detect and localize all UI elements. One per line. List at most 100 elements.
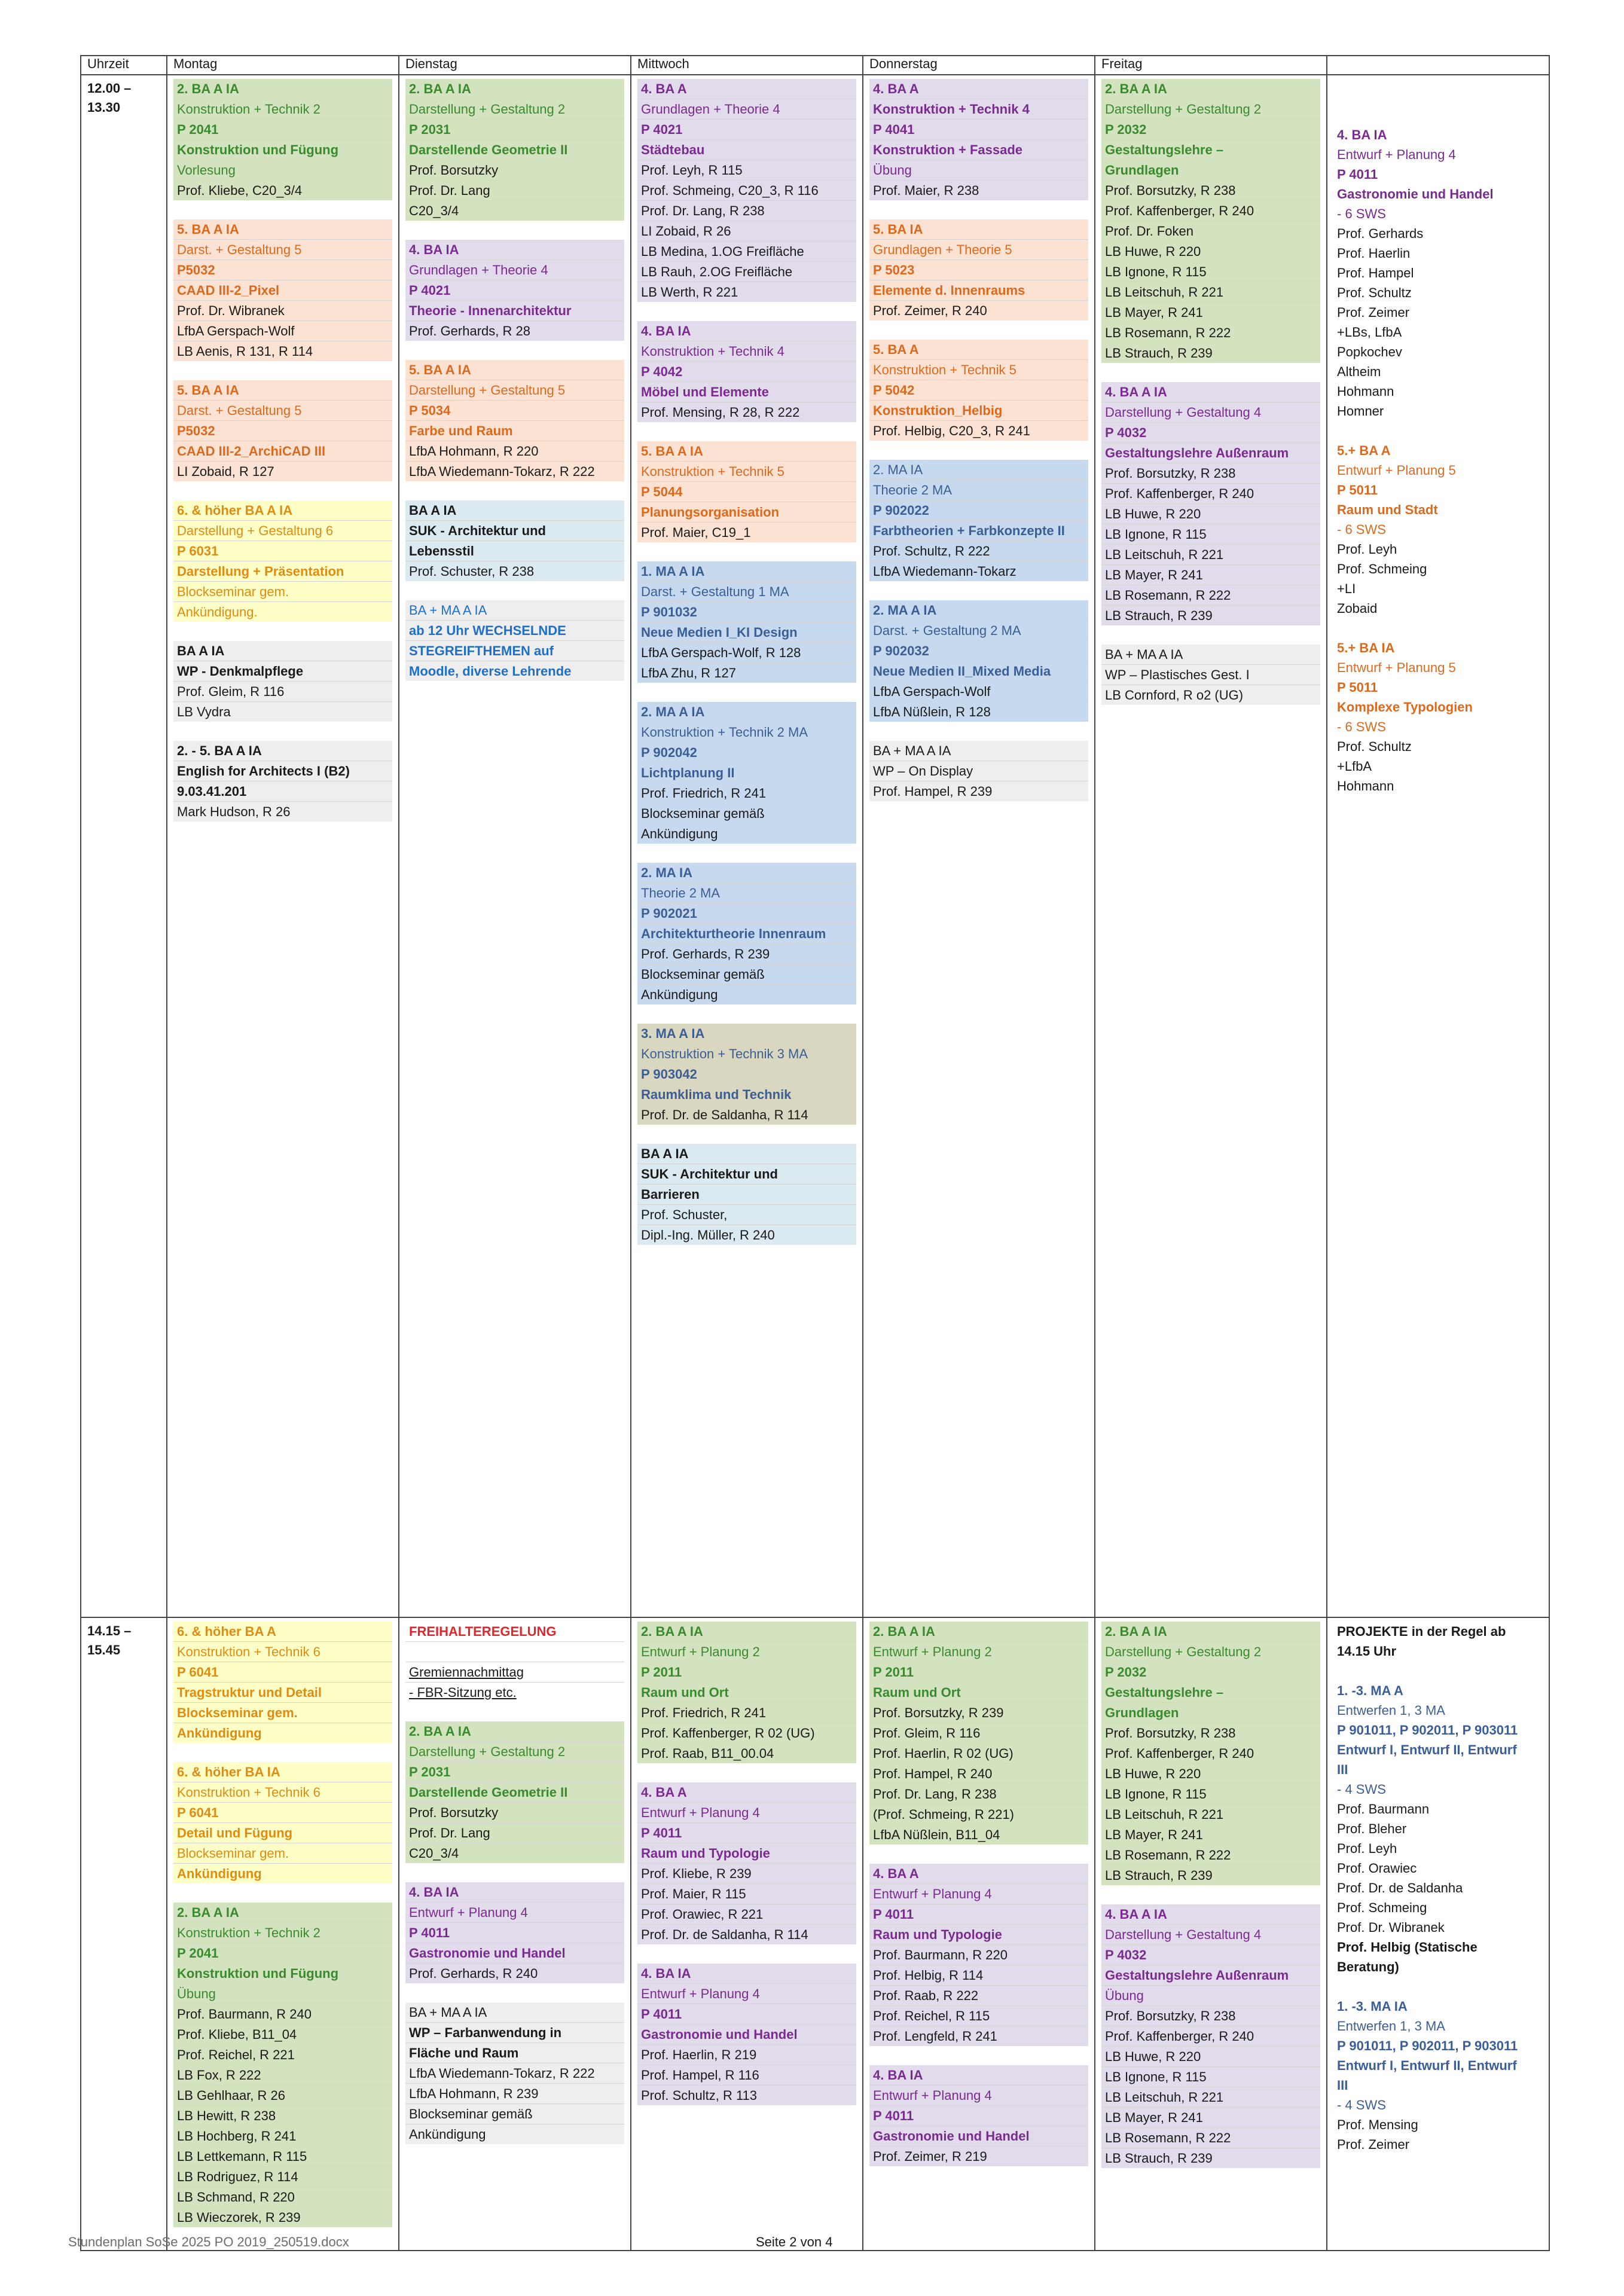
course-line: 5. BA A IA — [637, 441, 856, 462]
project-line: 1. -3. MA IA — [1337, 1999, 1408, 2014]
course-line: Darstellung + Gestaltung 4 — [1101, 402, 1320, 423]
course-line: P 2032 — [1101, 120, 1320, 140]
course-line: Prof. Mensing, R 28, R 222 — [641, 405, 800, 420]
course-line: Darstellung + Gestaltung 5 — [405, 380, 624, 401]
course-line: Prof. Schmeing, C20_3, R 116 — [637, 181, 856, 201]
course-line: Prof. Dr. Lang — [405, 181, 624, 201]
course-line: WP – Plastisches Gest. I — [1101, 665, 1320, 685]
project-line: Altheim — [1337, 364, 1381, 379]
course-line: Prof. Gleim, R 116 — [869, 1723, 1088, 1744]
course-line: 1. MA A IA — [637, 561, 856, 582]
course-line: 5. BA IA — [869, 219, 1088, 240]
course-line: LB Cornford, R o2 (UG) — [1105, 688, 1244, 703]
course-line: Planungsorganisation — [637, 502, 856, 523]
course-line: Konstruktion und Fügung — [173, 1964, 392, 1984]
course-line — [405, 1642, 624, 1662]
project-line: Entwurf + Planung 4 — [1337, 147, 1456, 162]
course-line: Konstruktion + Fassade — [869, 140, 1088, 160]
course-line: Prof. Helbig, R 114 — [869, 1965, 1088, 1986]
course-line: P 902022 — [869, 500, 1088, 521]
course-line: P 2031 — [405, 120, 624, 140]
course-line: 4. BA IA — [869, 2065, 1088, 2086]
course-line: LfbA Gerspach-Wolf — [173, 321, 392, 341]
course-line: Theorie 2 MA — [869, 480, 1088, 500]
course-line: Architekturtheorie Innenraum — [637, 924, 856, 944]
project-line: Prof. Schmeing — [1337, 561, 1427, 576]
course-line: P 2032 — [1101, 1662, 1320, 1683]
course-line: LB Vydra — [177, 704, 231, 719]
course-line: Prof. Kaffenberger, R 240 — [1101, 2026, 1320, 2047]
course-line: Darstellung + Gestaltung 6 — [173, 521, 392, 541]
course-line: BA + MA A IA — [1101, 645, 1320, 665]
course-line: Konstruktion + Technik 6 — [173, 1782, 392, 1803]
course-line: Prof. Haerlin, R 219 — [637, 2045, 856, 2065]
course-line: Prof. Friedrich, R 241 — [637, 783, 856, 804]
course-line: P 4011 — [405, 1923, 624, 1943]
slot1-time-end: 13.30 — [87, 99, 121, 115]
project-line: Entwurf + Planung 5 — [1337, 463, 1456, 478]
project-line: P 901011, P 902011, P 903011 — [1337, 2038, 1518, 2053]
course-line: Neue Medien II_Mixed Media — [869, 661, 1088, 682]
course-line: LB Leitschuh, R 221 — [1101, 2087, 1320, 2108]
course-line: Konstruktion + Technik 4 — [869, 99, 1088, 120]
project-line: Prof. Schultz — [1337, 739, 1412, 754]
course-line: LB Medina, 1.OG Freifläche — [637, 242, 856, 262]
course-line: Darstellung + Gestaltung 2 — [1101, 1642, 1320, 1662]
project-line: P 4011 — [1337, 167, 1378, 182]
course-line: Farbe und Raum — [405, 421, 624, 441]
course-line: Prof. Gleim, R 116 — [173, 682, 392, 702]
course-line: 5. BA A IA — [405, 360, 624, 380]
course-line: Grundlagen + Theorie 4 — [637, 99, 856, 120]
course-line: Prof. Dr. Lang, R 238 — [869, 1784, 1088, 1805]
course-line: Prof. Schuster, R 238 — [409, 564, 535, 579]
course-line: Entwurf + Planung 2 — [869, 1642, 1088, 1662]
slot1-time: 12.00 – 13.30 — [80, 74, 167, 1618]
project-line: Entwerfen 1, 3 MA — [1337, 2019, 1445, 2034]
header-monday: Montag — [166, 55, 399, 75]
course-line: 6. & höher BA A IA — [173, 500, 392, 521]
course-line: Prof. Schuster, — [637, 1205, 856, 1225]
course-line: BA + MA A IA — [869, 741, 1088, 761]
course-line: Entwurf + Planung 4 — [405, 1903, 624, 1923]
course-line: 2. BA A IA — [405, 79, 624, 99]
course-line: 4. BA IA — [405, 1882, 624, 1903]
course-line: Prof. Kliebe, B11_04 — [173, 2025, 392, 2045]
course-line: BA + MA A IA — [405, 2002, 624, 2023]
project-line: Prof. Schultz — [1337, 285, 1412, 300]
course-line: Prof. Borsutzky, R 238 — [1101, 1723, 1320, 1744]
course-line: 3. MA A IA — [637, 1024, 856, 1044]
course-line: LB Fox, R 222 — [173, 2065, 392, 2086]
project-line: Prof. Helbig (Statische — [1337, 1940, 1478, 1955]
course-line: Prof. Kaffenberger, R 240 — [1101, 1744, 1320, 1764]
course-line: LB Mayer, R 241 — [1101, 565, 1320, 585]
project-line: Popkochev — [1337, 344, 1402, 359]
course-line: P 4011 — [869, 1904, 1088, 1925]
course-line: LB Leitschuh, R 221 — [1101, 545, 1320, 565]
course-line: Raumklima und Technik — [637, 1085, 856, 1105]
course-line: Konstruktion_Helbig — [869, 401, 1088, 421]
course-line: Prof. Borsutzky, R 238 — [1101, 181, 1320, 201]
course-line: Prof. Orawiec, R 221 — [637, 1904, 856, 1925]
course-line: P 4011 — [637, 1823, 856, 1843]
course-line: Moodle, diverse Lehrende — [409, 664, 572, 679]
course-line: Elemente d. Innenraums — [869, 280, 1088, 301]
course-line: Prof. Reichel, R 221 — [173, 2045, 392, 2065]
course-line: STEGREIFTHEMEN auf — [405, 641, 624, 661]
course-line: Ankündigung — [641, 987, 718, 1002]
course-line: Lebensstil — [405, 541, 624, 561]
